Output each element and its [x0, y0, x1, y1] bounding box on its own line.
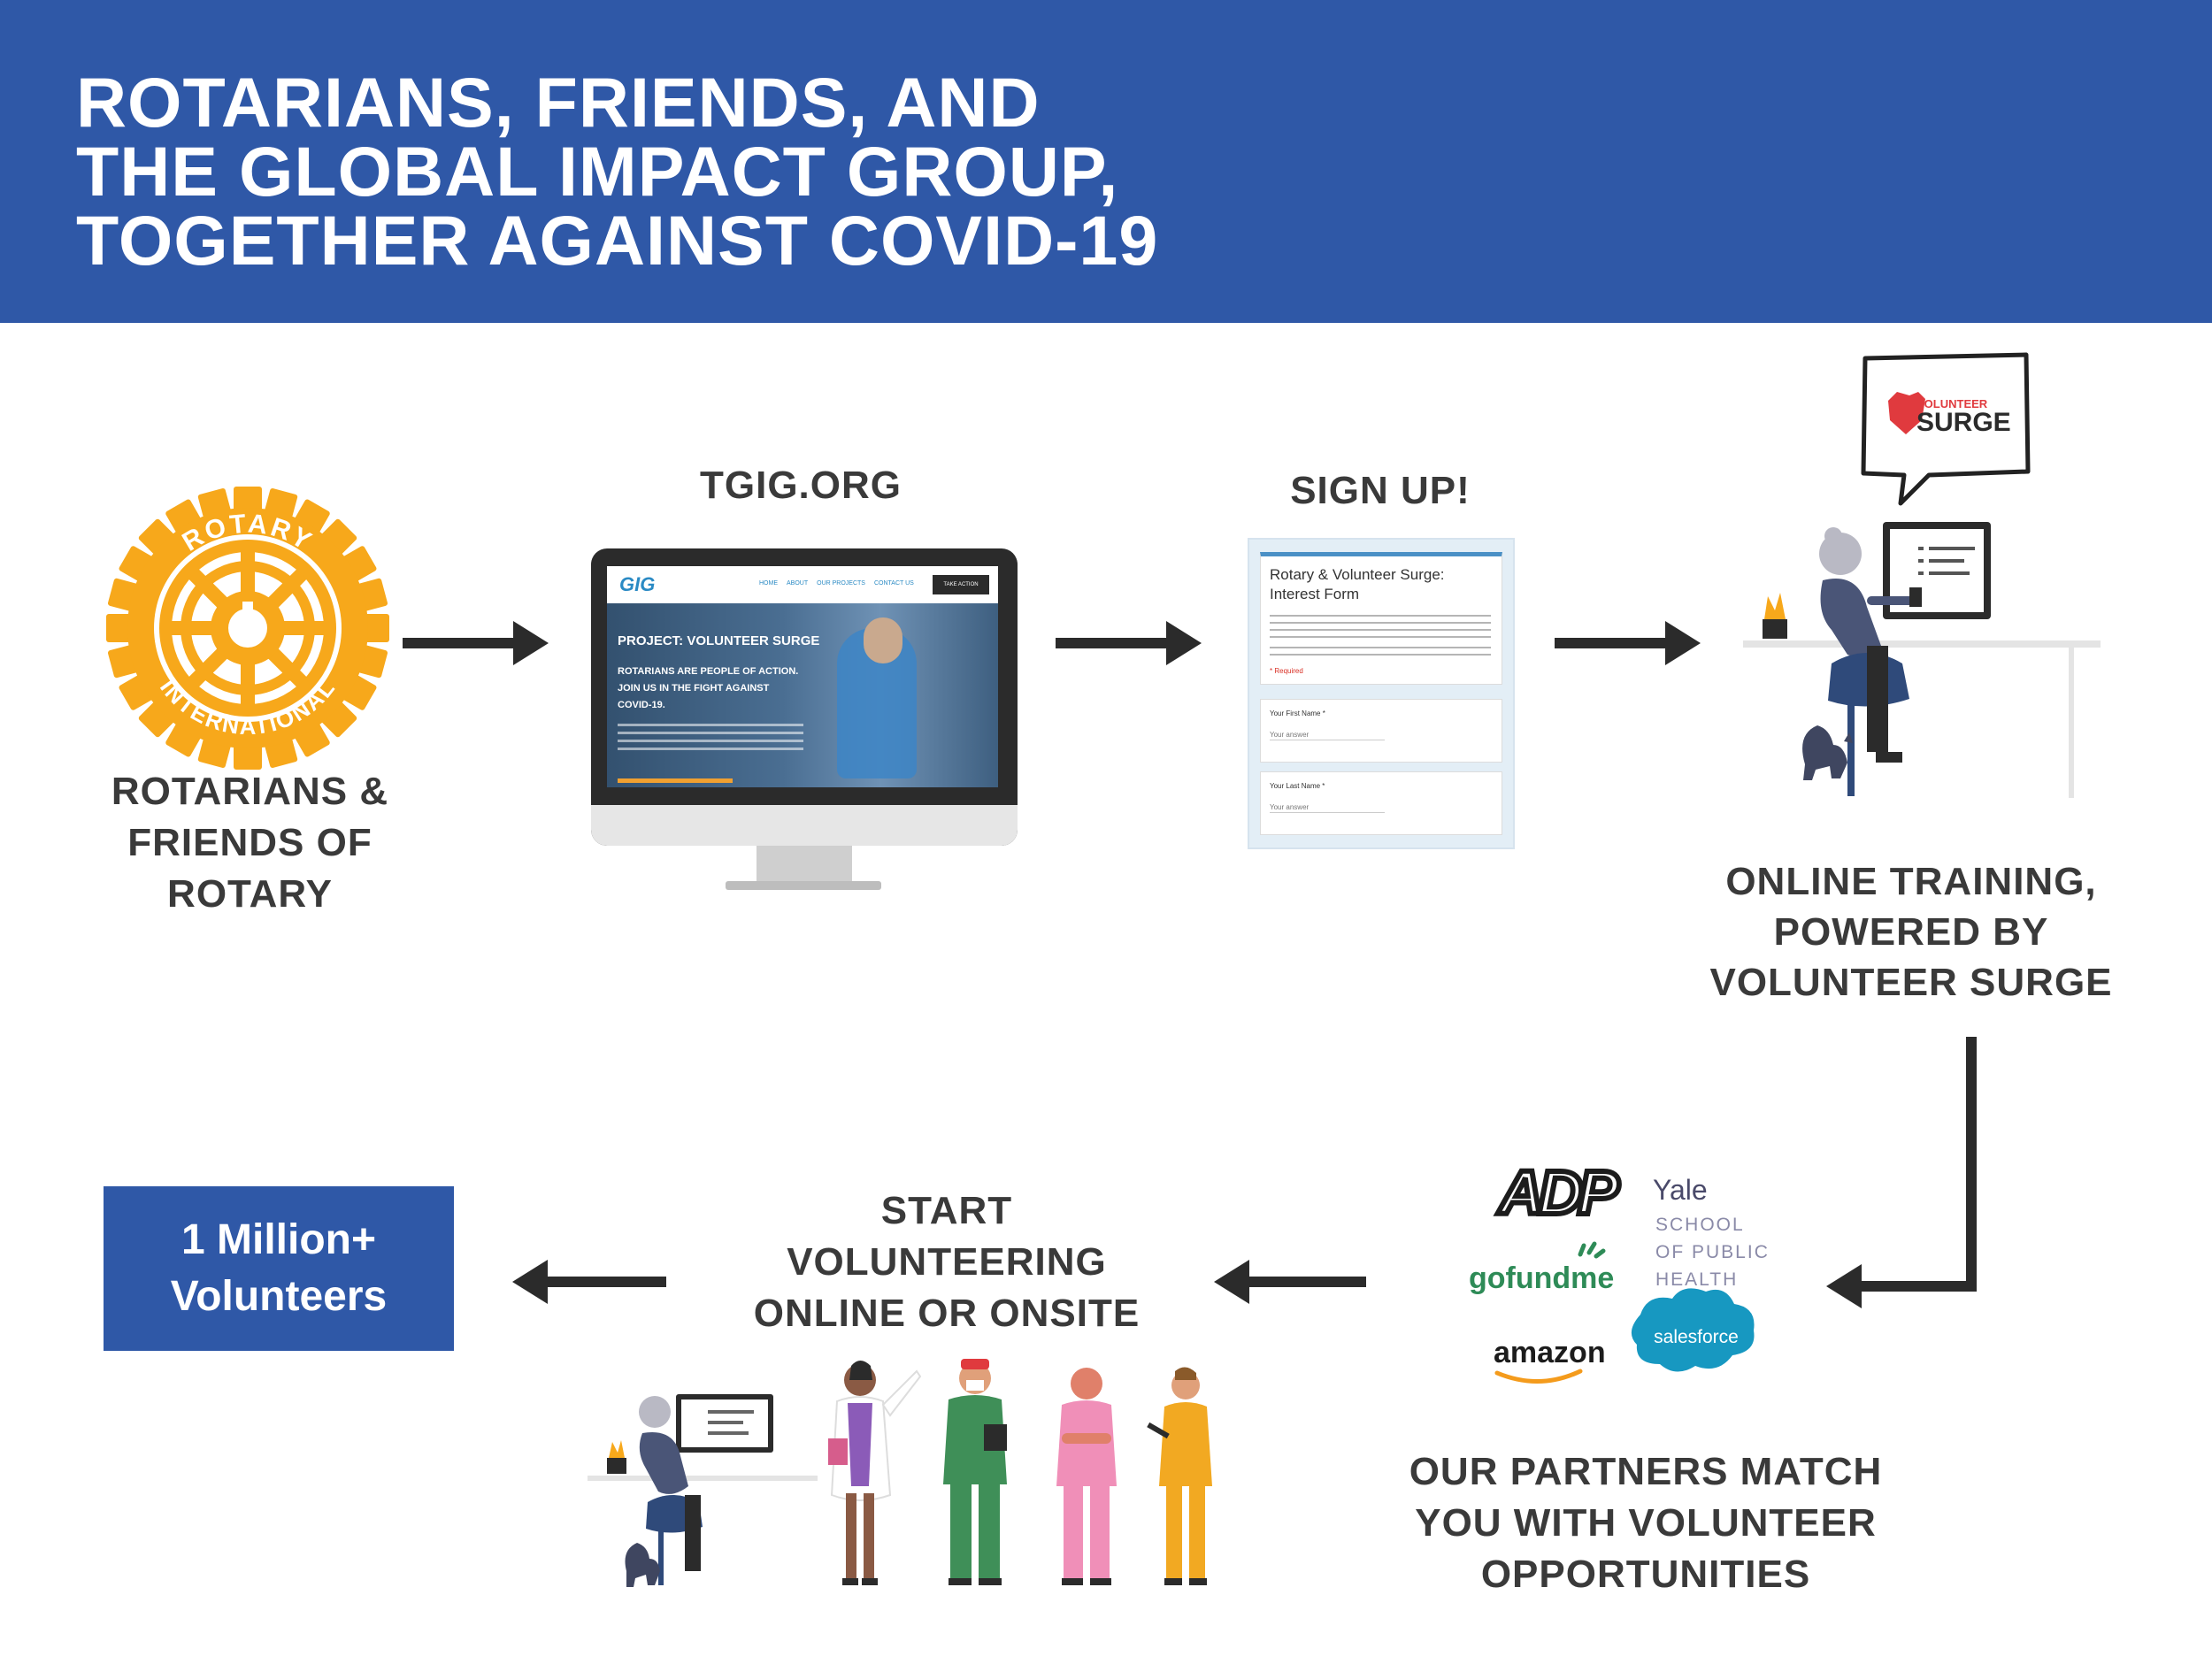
- monitor-stand: [726, 881, 881, 890]
- signup-form: Rotary & Volunteer Surge: Interest Form …: [1248, 538, 1515, 849]
- volunteering-label-line-3: ONLINE OR ONSITE: [753, 1292, 1141, 1335]
- nav-contact-link[interactable]: CONTACT US: [873, 580, 914, 587]
- hero-subtitle-line-3: COVID-19.: [618, 700, 665, 710]
- speech-bubble: VOLUNTEER SURGE: [1861, 352, 2031, 506]
- yale-logo-line-1: Yale: [1653, 1174, 1708, 1206]
- surge-logo-line-2: SURGE: [1916, 408, 2011, 437]
- arrow-2-head: [1166, 621, 1202, 665]
- arrow-4-vertical: [1966, 1037, 1977, 1292]
- gofundme-logo: gofundme: [1469, 1261, 1614, 1295]
- salesforce-logo: salesforce: [1654, 1327, 1739, 1347]
- website-navbar: GIG HOME ABOUT OUR PROJECTS CONTACT US T…: [607, 566, 998, 603]
- nurse-head: [864, 617, 902, 663]
- website-screen: GIG HOME ABOUT OUR PROJECTS CONTACT US T…: [607, 566, 998, 787]
- hero-subtitle-line-2: JOIN US IN THE FIGHT AGAINST: [618, 683, 770, 694]
- partner-logos: ADP Yale SCHOOL OF PUBLIC HEALTH gofundm…: [1469, 1155, 1770, 1384]
- partners-label-line-1: OUR PARTNERS MATCH: [1409, 1450, 1883, 1493]
- amazon-smile-icon: [1494, 1369, 1583, 1384]
- training-label: ONLINE TRAINING, POWERED BY VOLUNTEER SU…: [1681, 856, 2141, 1008]
- hero-body-text: [618, 724, 803, 752]
- last-name-input[interactable]: Your answer: [1270, 802, 1385, 813]
- nav-home-link[interactable]: HOME: [759, 580, 778, 587]
- hero-title: PROJECT: VOLUNTEER SURGE: [618, 633, 820, 648]
- website-label: TGIG.ORG: [700, 464, 902, 507]
- arrow-1-shaft: [403, 638, 518, 648]
- header-title-line-3: TOGETHER AGAINST COVID-19: [76, 201, 1159, 280]
- form-title-line-1: Rotary & Volunteer Surge:: [1270, 566, 1445, 583]
- hero-subtitle-line-1: ROTARIANS ARE PEOPLE OF ACTION.: [618, 666, 799, 677]
- form-note: [1270, 647, 1491, 659]
- header-title-line-1: ROTARIANS, FRIENDS, AND: [76, 63, 1041, 142]
- last-name-label: Your Last Name *: [1270, 782, 1325, 790]
- salesforce-cloud-icon: [1631, 1288, 1755, 1372]
- hero-subtitle: ROTARIANS ARE PEOPLE OF ACTION. JOIN US …: [618, 663, 798, 714]
- amazon-logo: amazon: [1494, 1336, 1606, 1369]
- arrow-6-head: [512, 1260, 548, 1304]
- arrow-4-shaft: [1858, 1281, 1977, 1292]
- volunteers-illustration: [588, 1359, 1212, 1587]
- partners-label-line-3: OPPORTUNITIES: [1480, 1553, 1811, 1596]
- rotary-label-line-3: ROTARY: [167, 872, 333, 916]
- training-label-line-1: ONLINE TRAINING,: [1725, 860, 2097, 903]
- arrow-6-shaft: [544, 1277, 666, 1287]
- goal-box: 1 Million+ Volunteers: [104, 1186, 454, 1351]
- yale-logo-line-3: OF PUBLIC: [1655, 1242, 1770, 1262]
- monitor-neck: [757, 846, 852, 885]
- hero-button[interactable]: [618, 778, 733, 783]
- arrow-3-head: [1665, 621, 1701, 665]
- arrow-4-head: [1826, 1264, 1862, 1308]
- surge-logo-line-1: VOLUNTEER: [1916, 397, 1988, 410]
- take-action-button[interactable]: TAKE ACTION: [933, 575, 989, 594]
- gofundme-sprout-icon: [1578, 1241, 1606, 1259]
- arrow-5-shaft: [1246, 1277, 1366, 1287]
- form-required-note: * Required: [1270, 667, 1303, 675]
- yale-logo-line-4: HEALTH: [1655, 1269, 1738, 1290]
- training-label-line-3: VOLUNTEER SURGE: [1709, 961, 2113, 1004]
- form-description: [1270, 615, 1491, 641]
- header-banner: ROTARIANS, FRIENDS, AND THE GLOBAL IMPAC…: [0, 0, 2212, 323]
- rotary-label-line-1: ROTARIANS &: [111, 770, 389, 813]
- form-header-card: Rotary & Volunteer Surge: Interest Form …: [1260, 552, 1502, 685]
- partners-label: OUR PARTNERS MATCH YOU WITH VOLUNTEER OP…: [1394, 1446, 1898, 1600]
- rotary-label-line-2: FRIENDS OF: [127, 821, 373, 864]
- volunteering-label-line-1: START: [880, 1189, 1013, 1232]
- rotary-label: ROTARIANS & FRIENDS OF ROTARY: [80, 766, 420, 920]
- arrow-5-head: [1214, 1260, 1249, 1304]
- arrow-2-shaft: [1056, 638, 1171, 648]
- yale-logo-line-2: SCHOOL: [1655, 1215, 1745, 1235]
- tgig-logo[interactable]: GIG: [619, 573, 656, 595]
- volunteering-label: START VOLUNTEERING ONLINE OR ONSITE: [734, 1185, 1159, 1339]
- form-title-line-2: Interest Form: [1270, 586, 1360, 602]
- online-training-illustration: [1743, 522, 2101, 798]
- rotary-logo: ROTARY INTERNATIONAL: [106, 487, 389, 770]
- volunteer-surge-shield-icon: [1888, 392, 1925, 434]
- last-name-field[interactable]: Your Last Name * Your answer: [1260, 771, 1502, 835]
- nav-about-link[interactable]: ABOUT: [787, 580, 809, 587]
- first-name-field[interactable]: Your First Name * Your answer: [1260, 699, 1502, 763]
- monitor-chin: [591, 805, 1018, 846]
- first-name-label: Your First Name *: [1270, 709, 1325, 717]
- goal-line-1: 1 Million+: [180, 1216, 377, 1263]
- first-name-input[interactable]: Your answer: [1270, 730, 1385, 740]
- arrow-3-shaft: [1555, 638, 1670, 648]
- volunteering-label-line-2: VOLUNTEERING: [787, 1240, 1107, 1284]
- header-title-line-2: THE GLOBAL IMPACT GROUP,: [76, 132, 1119, 211]
- signup-label: SIGN UP!: [1290, 469, 1471, 512]
- svg-text:ADP: ADP: [1497, 1158, 1619, 1227]
- adp-logo: ADP: [1494, 1155, 1627, 1230]
- training-label-line-2: POWERED BY: [1773, 910, 2049, 954]
- goal-line-2: Volunteers: [170, 1273, 388, 1320]
- form-title: Rotary & Volunteer Surge: Interest Form: [1270, 565, 1445, 604]
- hero-image: [607, 603, 998, 787]
- nav-projects-link[interactable]: OUR PROJECTS: [817, 580, 865, 587]
- partners-label-line-2: YOU WITH VOLUNTEER: [1415, 1501, 1877, 1545]
- arrow-1-head: [513, 621, 549, 665]
